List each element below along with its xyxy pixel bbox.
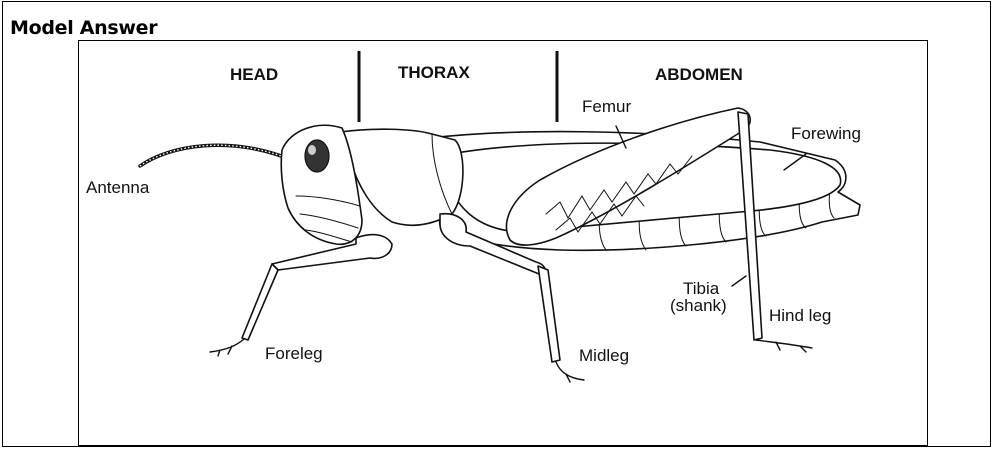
hind-leg-label: Hind leg: [769, 306, 831, 325]
tibia-leader: [732, 276, 746, 286]
grasshopper-drawing: [140, 108, 860, 382]
midleg-label: Midleg: [579, 346, 629, 365]
femur-label: Femur: [582, 97, 631, 116]
midleg-tarsus: [556, 362, 584, 382]
foreleg-tibia: [242, 264, 278, 340]
eye-highlight: [308, 145, 316, 155]
section-thorax-label: THORAX: [398, 63, 470, 82]
midleg-tibia: [538, 266, 560, 362]
shank-label: (shank): [670, 296, 727, 315]
antenna-label: Antenna: [86, 178, 150, 197]
antenna: [140, 145, 292, 166]
forewing-label: Forewing: [791, 124, 861, 143]
foreleg-tarsus: [210, 339, 244, 356]
section-head-label: HEAD: [230, 65, 278, 84]
compound-eye: [305, 140, 329, 172]
hind-leg-tarsus: [756, 340, 812, 352]
foreleg-label: Foreleg: [265, 344, 323, 363]
section-abdomen-label: ABDOMEN: [655, 65, 743, 84]
